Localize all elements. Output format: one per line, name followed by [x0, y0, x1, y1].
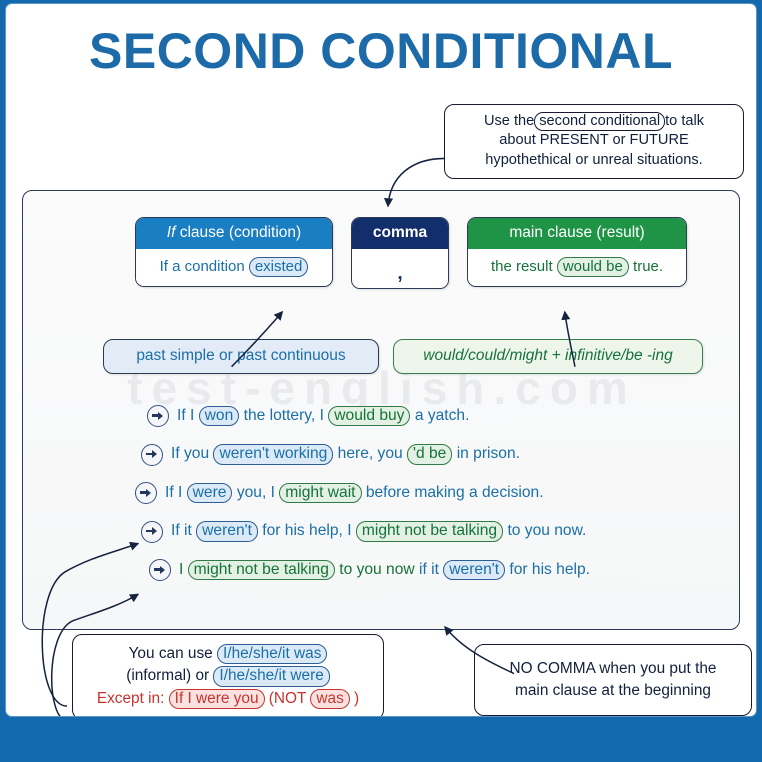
token-result: might not be talking: [355, 521, 504, 542]
example-text: If I won the lottery, I would buy a yatc…: [177, 405, 470, 427]
example-text-green: I: [179, 560, 188, 578]
example-text: If it weren't for his help, I might not …: [171, 521, 586, 542]
formula-main-clause: would/could/might + infinitive/be -ing: [393, 339, 703, 374]
note-left-token-if-i-were-you: If I were you: [168, 688, 265, 710]
main-body-post: true.: [628, 258, 664, 275]
token-result: would buy: [328, 405, 411, 427]
token-result: might not be talking: [187, 559, 335, 581]
note-left-l3-post: ): [349, 689, 360, 707]
arrow-right-icon: [149, 559, 171, 581]
example-text: If I were you, I might wait before makin…: [165, 482, 544, 504]
arrow-right-icon: [135, 482, 157, 504]
main-body-token: would be: [556, 257, 629, 277]
arrow-right-icon: [141, 520, 163, 543]
column-comma: comma ,: [351, 217, 449, 289]
if-header-rest: clause (condition): [175, 224, 302, 241]
token-condition: weren't: [443, 559, 506, 581]
if-body-token: existed: [248, 257, 309, 277]
example-text-plain: to you now.: [503, 522, 587, 540]
example-text-plain: before making a decision.: [361, 483, 544, 501]
example-row: If I won the lottery, I would buy a yatc…: [147, 405, 741, 427]
example-text-green: to you now: [334, 560, 419, 578]
example-text-plain: If you: [171, 445, 214, 463]
example-text-plain: for his help.: [505, 560, 590, 578]
example-text-plain: you, I: [232, 483, 280, 501]
note-right-line2: main clause at the beginning: [515, 681, 711, 699]
main-panel: test-english.com If clause (condition) I…: [22, 190, 740, 630]
callout-pre: Use the: [483, 113, 535, 129]
note-left-l1-pre: You can use: [128, 645, 218, 662]
example-text-plain: If I: [177, 406, 199, 424]
note-left-token-was-not: was: [310, 688, 350, 710]
comma-body: ,: [352, 249, 448, 288]
example-text: If you weren't working here, you 'd be i…: [171, 444, 520, 465]
example-text: I might not be talking to you now if it …: [179, 559, 590, 581]
note-was-were: You can use I/he/she/it was (informal) o…: [72, 634, 384, 716]
if-word: If: [166, 224, 176, 241]
example-text-plain: here, you: [333, 445, 408, 463]
arrow-right-icon: [141, 443, 163, 466]
example-text-plain: the lottery, I: [239, 406, 329, 424]
examples-list: If I won the lottery, I would buy a yatc…: [135, 405, 741, 598]
note-left-l3-mid: (NOT: [264, 689, 311, 707]
example-text-plain: a yatch.: [410, 406, 470, 424]
comma-header: comma: [352, 218, 448, 249]
callout-token: second conditional: [534, 112, 666, 131]
main-body-pre: the result: [490, 258, 557, 275]
note-left-token-was: I/he/she/it was: [217, 644, 328, 665]
token-condition: weren't working: [213, 444, 334, 465]
formula-if-clause: past simple or past continuous: [103, 339, 379, 374]
if-clause-body: If a condition existed: [136, 249, 332, 286]
callout-post: to talk: [665, 113, 705, 129]
note-no-comma: NO COMMA when you put the main clause at…: [474, 644, 752, 716]
note-left-token-were: I/he/she/it were: [213, 666, 330, 687]
arrow-right-icon: [147, 405, 169, 427]
note-left-l2-pre: (informal) or: [126, 667, 214, 685]
token-result: might wait: [279, 482, 362, 504]
note-left-l3-pre: Except in:: [96, 689, 169, 707]
example-row: If it weren't for his help, I might not …: [141, 520, 741, 543]
example-text-plain: if it: [419, 560, 444, 578]
example-row: If I were you, I might wait before makin…: [135, 482, 741, 504]
callout-line2: about PRESENT or FUTURE: [499, 132, 689, 149]
token-condition: weren't: [196, 521, 258, 542]
example-row: I might not be talking to you now if it …: [149, 559, 741, 581]
token-condition: won: [198, 405, 240, 427]
column-main-clause: main clause (result) the result would be…: [467, 217, 687, 287]
token-result: 'd be: [407, 444, 453, 465]
example-text-plain: If it: [171, 522, 197, 540]
page-title: SECOND CONDITIONAL: [89, 23, 673, 79]
main-clause-body: the result would be true.: [468, 249, 686, 286]
structure-table: If clause (condition) If a condition exi…: [135, 217, 687, 289]
note-right-line1: NO COMMA when you put the: [509, 660, 717, 677]
callout-line3: hypothethical or unreal situations.: [485, 151, 703, 168]
token-condition: were: [186, 482, 233, 504]
column-if-clause: If clause (condition) If a condition exi…: [135, 217, 333, 287]
main-clause-header: main clause (result): [468, 218, 686, 249]
example-text-plain: If I: [165, 483, 187, 501]
example-row: If you weren't working here, you 'd be i…: [141, 443, 741, 466]
example-text-plain: in prison.: [452, 445, 520, 463]
if-body-pre: If a condition: [159, 258, 249, 275]
if-clause-header: If clause (condition): [136, 218, 332, 249]
example-text-plain: for his help, I: [257, 522, 356, 540]
